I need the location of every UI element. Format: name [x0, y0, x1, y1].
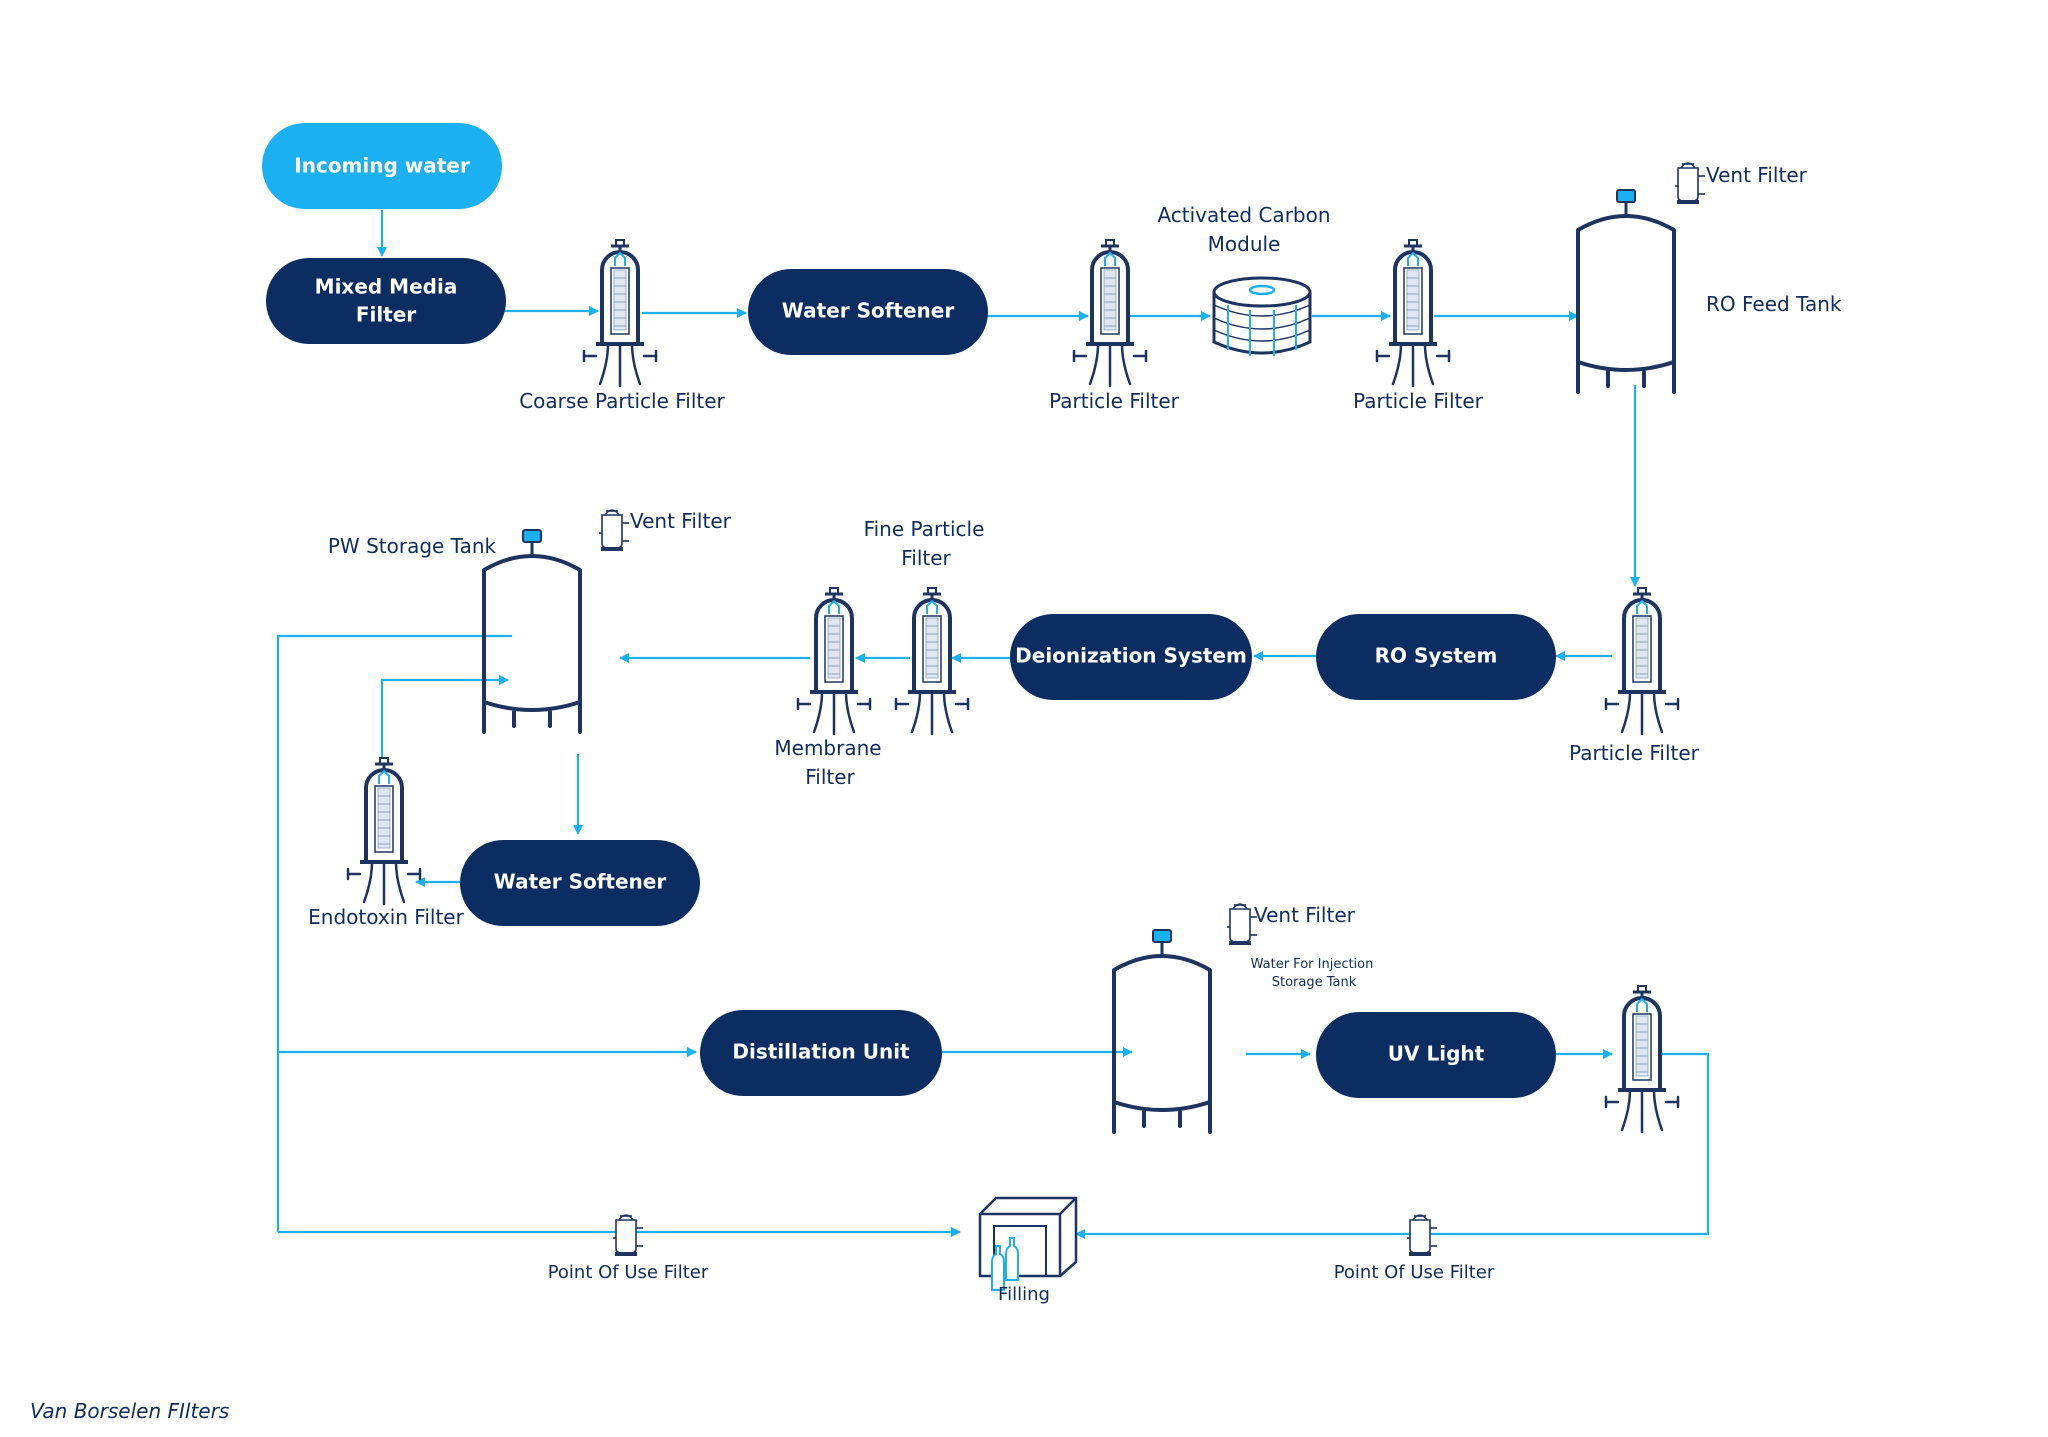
incoming-water-label: Incoming water: [294, 154, 470, 178]
water-softener-2-label: Water Softener: [494, 870, 667, 894]
node-deionization-system: Deionization System: [1010, 614, 1252, 700]
membrane-filter-label-line2: Filter: [805, 765, 855, 789]
vent-filter-2-icon: [598, 509, 630, 552]
particle-filter-1-label: Particle Filter: [1049, 389, 1180, 413]
particle-filter-2-label: Particle Filter: [1353, 389, 1484, 413]
vent-filter-1-label: Vent Filter: [1706, 163, 1808, 187]
point-of-use-filter-1-icon: [612, 1214, 644, 1257]
ro-feed-tank-label: RO Feed Tank: [1706, 292, 1842, 316]
vent-filter-2-label: Vent Filter: [630, 509, 732, 533]
wfi-storage-tank-icon: [1112, 928, 1212, 1134]
endotoxin-filter-label: Endotoxin Filter: [308, 905, 464, 929]
node-distillation-unit: Distillation Unit: [700, 1010, 942, 1096]
node-ro-system: RO System: [1316, 614, 1556, 700]
wfi-storage-tank-label-line2: Storage Tank: [1272, 975, 1357, 990]
endotoxin-filter-icon: [346, 756, 422, 906]
node-uv-light: UV Light: [1316, 1012, 1556, 1098]
coarse-particle-filter-label: Coarse Particle Filter: [519, 389, 725, 413]
filling-label: Filling: [998, 1284, 1050, 1305]
footer-credit: Van Borselen FIlters: [30, 1399, 229, 1423]
wfi-storage-tank-label-line1: Water For Injection: [1251, 957, 1374, 972]
pw-storage-tank-icon: [482, 528, 582, 734]
mixed-media-filter-label-line1: Mixed Media: [315, 275, 458, 299]
node-incoming-water: Incoming water: [262, 123, 502, 209]
activated-carbon-module-label-line1: Activated Carbon: [1157, 203, 1330, 227]
point-of-use-filter-2-icon: [1406, 1214, 1438, 1257]
node-water-softener-2: Water Softener: [460, 840, 700, 926]
fine-particle-filter-label-line2: Filter: [901, 546, 951, 570]
point-of-use-filter-1-label: Point Of Use Filter: [548, 1262, 709, 1283]
deionization-system-label: Deionization System: [1015, 644, 1247, 668]
membrane-filter-label-line1: Membrane: [774, 736, 881, 760]
final-filter-icon: [1604, 984, 1680, 1134]
activated-carbon-module-label-line2: Module: [1208, 232, 1281, 256]
ro-system-label: RO System: [1375, 644, 1498, 668]
water-softener-1-label: Water Softener: [782, 299, 955, 323]
particle-filter-3-label: Particle Filter: [1569, 741, 1700, 765]
membrane-filter-icon: [796, 586, 872, 736]
fine-particle-filter-icon: [894, 586, 970, 736]
uv-light-label: UV Light: [1388, 1042, 1485, 1066]
fine-particle-filter-label-line1: Fine Particle: [864, 517, 985, 541]
pw-storage-tank-label: PW Storage Tank: [328, 534, 497, 558]
ro-feed-tank-icon: [1576, 188, 1676, 394]
distillation-unit-label: Distillation Unit: [732, 1040, 910, 1064]
activated-carbon-module-icon: [1212, 276, 1312, 356]
vent-filter-3-icon: [1226, 903, 1258, 946]
vent-filter-1-icon: [1674, 162, 1706, 205]
point-of-use-filter-2-label: Point Of Use Filter: [1334, 1262, 1495, 1283]
mixed-media-filter-label-line2: Filter: [356, 303, 416, 327]
particle-filter-2-icon: [1375, 238, 1451, 388]
node-mixed-media-filter: Mixed Media Filter: [266, 258, 506, 344]
particle-filter-3-icon: [1604, 586, 1680, 736]
filling-station-icon: [978, 1196, 1078, 1291]
vent-filter-3-label: Vent Filter: [1254, 903, 1356, 927]
node-water-softener-1: Water Softener: [748, 269, 988, 355]
particle-filter-1-icon: [1072, 238, 1148, 388]
flow-lines: [276, 210, 1710, 1239]
